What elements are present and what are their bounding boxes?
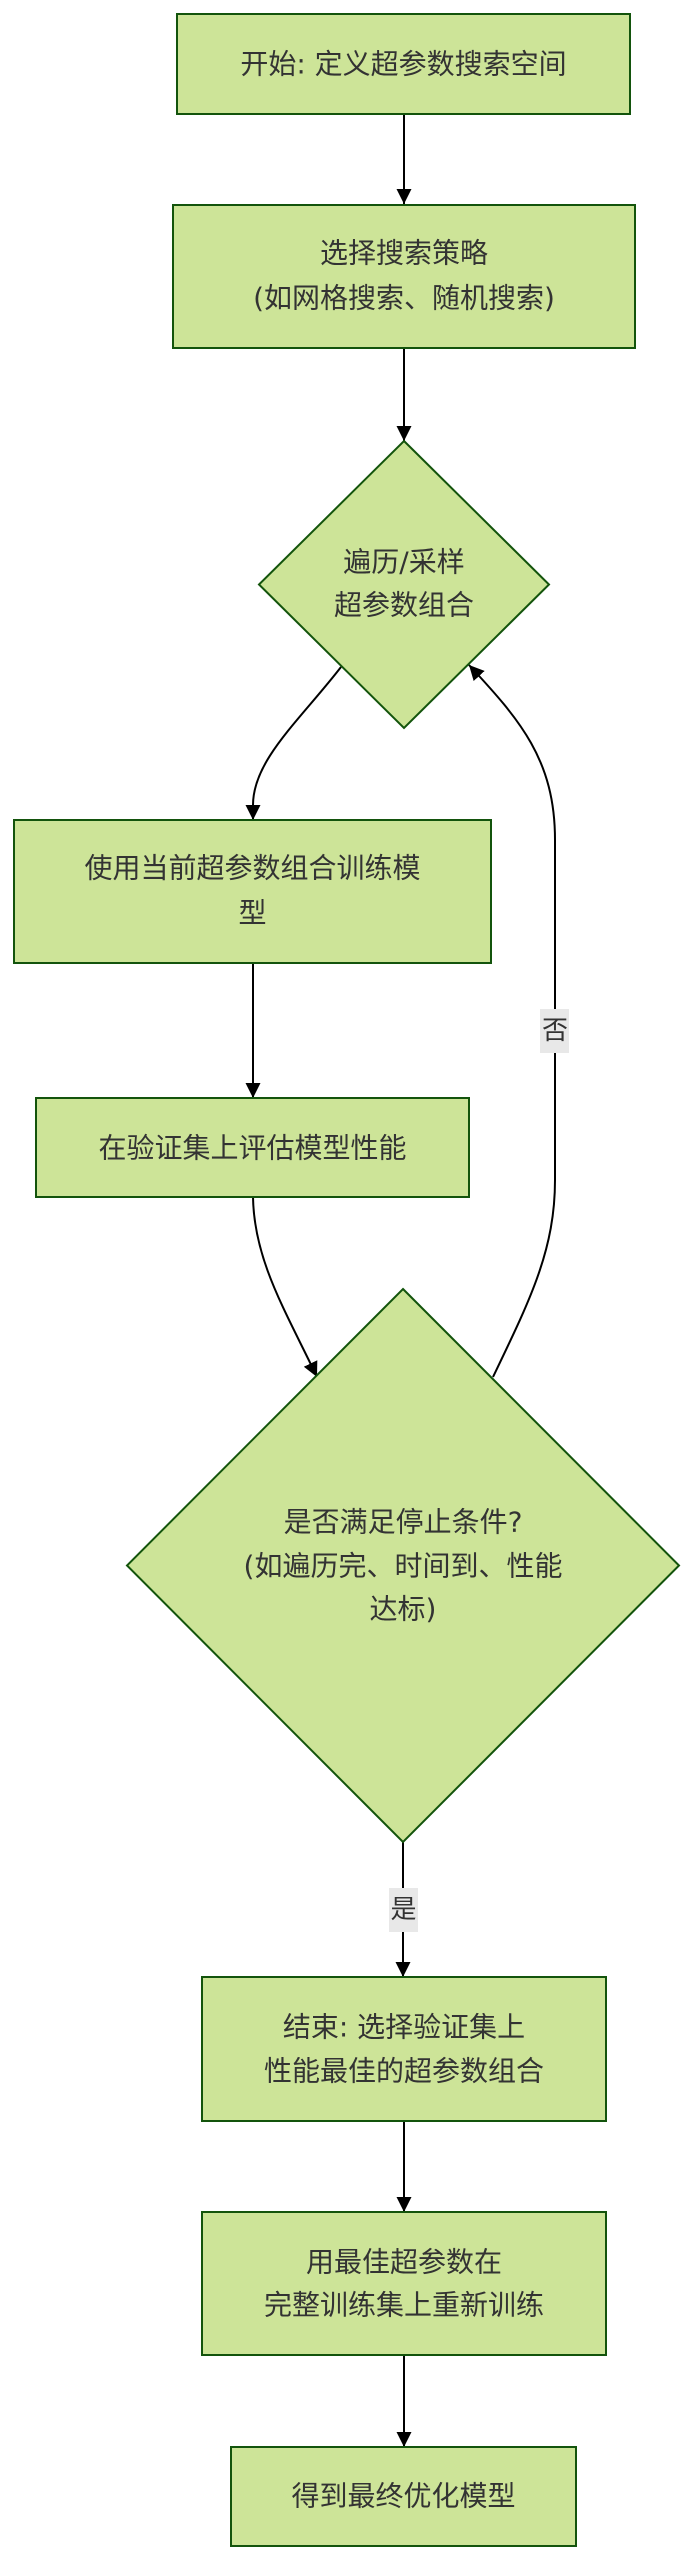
- process-box: [230, 2446, 577, 2547]
- edge-sample-to-train: [245, 666, 342, 820]
- node-label-line: 结束: 选择验证集上: [283, 2011, 525, 2044]
- node-evaluate-model: 在验证集上评估模型性能: [35, 1097, 470, 1198]
- process-box: [176, 13, 631, 115]
- node-label-line: 使用当前超参数组合训练模: [84, 852, 420, 885]
- node-end-select-best: 结束: 选择验证集上 性能最佳的超参数组合: [201, 1976, 607, 2122]
- edge-label-no-text: 否: [542, 1016, 568, 1046]
- process-box: [13, 819, 492, 964]
- node-final-model: 得到最终优化模型: [230, 2446, 577, 2547]
- edge-label-no-bg: [540, 1009, 569, 1053]
- node-retrain-full: 用最佳超参数在 完整训练集上重新训练: [201, 2211, 607, 2356]
- node-label-line: 在验证集上评估模型性能: [98, 1132, 406, 1165]
- edge-label-yes-text: 是: [390, 1895, 416, 1925]
- node-label-line: (如网格搜索、随机搜索): [253, 282, 555, 315]
- edge-label-yes-bg: [389, 1888, 418, 1932]
- node-sample-combination: 遍历/采样 超参数组合: [257, 439, 551, 730]
- node-label-line: 开始: 定义超参数搜索空间: [240, 48, 566, 81]
- node-label-line: (如遍历完、时间到、性能: [244, 1550, 563, 1583]
- node-label-line: 选择搜索策略: [320, 237, 488, 270]
- node-label-line: 超参数组合: [334, 589, 474, 622]
- node-label-line: 性能最佳的超参数组合: [264, 2055, 544, 2088]
- edge-evaluate-to-decision: [252, 1196, 318, 1378]
- node-label-line: 遍历/采样: [343, 546, 464, 579]
- node-label-line: 完整训练集上重新训练: [264, 2289, 544, 2322]
- node-label-line: 用最佳超参数在: [306, 2246, 502, 2279]
- node-select-strategy: 选择搜索策略 (如网格搜索、随机搜索): [172, 204, 636, 349]
- process-box: [35, 1097, 470, 1198]
- process-box: [201, 1976, 607, 2122]
- decision-diamond: [257, 439, 551, 730]
- node-start-define-space: 开始: 定义超参数搜索空间: [176, 13, 631, 115]
- node-label-line: 得到最终优化模型: [291, 2480, 515, 2513]
- node-train-model: 使用当前超参数组合训练模 型: [13, 819, 492, 964]
- process-box: [172, 204, 636, 349]
- decision-diamond: [125, 1287, 681, 1844]
- edge-label-yes: 是: [389, 1888, 418, 1932]
- process-box: [201, 2211, 607, 2356]
- node-stop-condition: 是否满足停止条件? (如遍历完、时间到、性能 达标): [125, 1287, 681, 1844]
- node-label-line: 是否满足停止条件?: [284, 1506, 523, 1539]
- edge-label-no: 否: [540, 1009, 569, 1053]
- node-label-line: 型: [238, 897, 266, 930]
- node-label-line: 达标): [370, 1593, 437, 1626]
